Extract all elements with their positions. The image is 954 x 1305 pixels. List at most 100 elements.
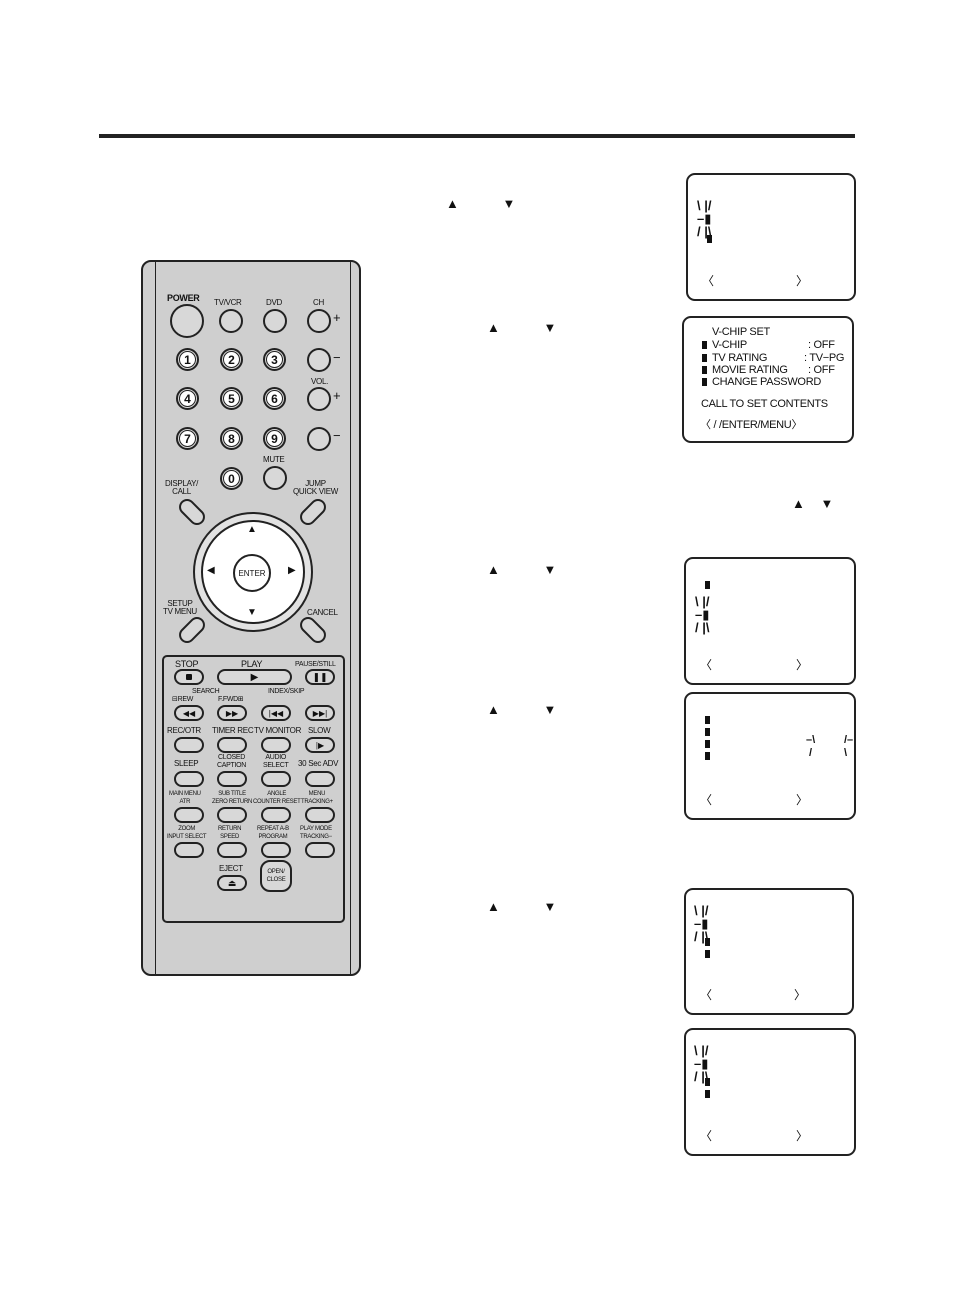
closed-caption-label: CLOSED CAPTION <box>217 754 247 769</box>
osd-screen-3: \ |/–▮/ |\ 〈〉 <box>684 557 856 685</box>
audio-select-button[interactable] <box>261 771 291 787</box>
number-8-button[interactable]: 8 <box>220 427 243 450</box>
rew-button[interactable]: ◀◀ <box>174 705 204 721</box>
number-3-button[interactable]: 3 <box>263 348 286 371</box>
ffwd-button[interactable]: ▶▶ <box>217 705 247 721</box>
stop-button[interactable] <box>174 669 204 685</box>
down-arrow-icon[interactable]: ▼ <box>247 607 257 618</box>
power-button[interactable] <box>170 304 204 338</box>
blink-indicator-icon: /–\ <box>844 734 854 759</box>
vchip-item: MOVIE RATING <box>702 364 788 376</box>
vchip-value: : OFF <box>808 364 835 376</box>
number-0-button[interactable]: 0 <box>220 467 243 490</box>
play-mode-button[interactable] <box>305 842 335 858</box>
slow-button[interactable]: |▶ <box>305 737 335 753</box>
number-9-button[interactable]: 9 <box>263 427 286 450</box>
vchip-value: : OFF <box>808 339 835 351</box>
number-2-button[interactable]: 2 <box>220 348 243 371</box>
rew-label: ⊟REW <box>172 696 193 703</box>
right-arrow-icon[interactable]: ▶ <box>288 565 296 576</box>
timer-rec-label: TIMER REC <box>212 726 254 735</box>
up-down-arrows: ▲ ▼ <box>487 562 577 577</box>
osd-screen-5: \ |/–▮/ |\ 〈〉 <box>684 888 854 1015</box>
header-rule <box>99 134 855 138</box>
blink-indicator-icon: –\ / <box>806 734 816 759</box>
tvvcr-button[interactable] <box>219 309 243 333</box>
up-down-arrows: ▲ ▼ <box>487 899 577 914</box>
closed-caption-button[interactable] <box>217 771 247 787</box>
display-call-label: DISPLAY/ CALL <box>165 479 199 496</box>
blink-indicator-icon: \ |/–▮/ |\ <box>694 1043 709 1084</box>
main-menu-button[interactable] <box>174 807 204 823</box>
rec-otr-button[interactable] <box>174 737 204 753</box>
blink-indicator-icon: \ |/–▮/ |\ <box>694 903 709 944</box>
number-4-button[interactable]: 4 <box>176 387 199 410</box>
enter-button[interactable]: ENTER <box>233 554 271 592</box>
open-close-button[interactable]: OPEN/ CLOSE <box>260 860 292 892</box>
vol-label: VOL. <box>311 377 329 386</box>
up-down-arrows: ▲ ▼ <box>792 496 840 511</box>
ffwd-label: F.FWD⊞ <box>218 696 244 703</box>
number-1-button[interactable]: 1 <box>176 348 199 371</box>
angle-label: ANGLE COUNTER RESET <box>253 791 301 805</box>
menu-button[interactable] <box>305 807 335 823</box>
sub-title-label: SUB TITLE ZERO RETURN <box>212 791 253 805</box>
osd-screen-4: –\ / /–\ 〈〉 <box>684 692 856 820</box>
adv-label: 30 Sec ADV <box>298 759 339 768</box>
sleep-label: SLEEP <box>174 759 199 768</box>
osd-screen-6: \ |/–▮/ |\ 〈〉 <box>684 1028 856 1156</box>
repeat-button[interactable] <box>261 842 291 858</box>
return-button[interactable] <box>217 842 247 858</box>
menu-label: MENU TRACKING+ <box>301 791 333 805</box>
number-7-button[interactable]: 7 <box>176 427 199 450</box>
up-down-arrows: ▲ ▼ <box>487 702 577 717</box>
up-down-arrows: ▲ ▼ <box>487 320 577 335</box>
return-label: RETURN SPEED <box>218 826 242 840</box>
remote-control: POWER TV/VCR DVD CH + − 1 2 3 4 5 6 VOL.… <box>141 259 361 976</box>
vol-up-button[interactable] <box>307 387 331 411</box>
angle-button[interactable] <box>261 807 291 823</box>
blink-indicator-icon: \ |/–▮/ |\ <box>695 594 710 635</box>
blink-indicator-icon: \ |/–▮/ |\ <box>697 198 712 239</box>
number-5-button[interactable]: 5 <box>220 387 243 410</box>
eject-button[interactable]: ⏏ <box>217 875 247 891</box>
vchip-nav: 〈 / /ENTER/MENU〉 <box>700 419 803 431</box>
jump-label: JUMP QUICK VIEW <box>293 479 339 496</box>
power-label: POWER <box>167 293 200 303</box>
audio-select-label: AUDIO SELECT <box>263 754 289 769</box>
play-button[interactable]: ▶ <box>217 669 292 685</box>
timer-rec-button[interactable] <box>217 737 247 753</box>
tv-monitor-button[interactable] <box>261 737 291 753</box>
sub-title-button[interactable] <box>217 807 247 823</box>
ch-up-button[interactable] <box>307 309 331 333</box>
stop-label: STOP <box>175 659 199 669</box>
skip-back-button[interactable]: |◀◀ <box>261 705 291 721</box>
ch-down-button[interactable] <box>307 348 331 372</box>
dvd-button[interactable] <box>263 309 287 333</box>
vchip-item: CHANGE PASSWORD <box>702 376 821 388</box>
left-arrow-icon[interactable]: ◀ <box>207 565 215 576</box>
pause-button[interactable]: ❚❚ <box>305 669 335 685</box>
sleep-button[interactable] <box>174 771 204 787</box>
adv-button[interactable] <box>305 771 335 787</box>
index-skip-label: INDEX/SKIP <box>268 688 305 695</box>
main-menu-label: MAIN MENU ATR <box>169 791 201 805</box>
cancel-label: CANCEL <box>307 608 338 617</box>
play-mode-label: PLAY MODE TRACKING− <box>300 826 332 840</box>
search-label: SEARCH <box>192 688 220 695</box>
zoom-label: ZOOM INPUT SELECT <box>167 826 207 840</box>
mute-button[interactable] <box>263 466 287 490</box>
number-6-button[interactable]: 6 <box>263 387 286 410</box>
repeat-label: REPEAT A-B PROGRAM <box>257 826 289 840</box>
tvvcr-label: TV/VCR <box>214 298 242 307</box>
skip-forward-button[interactable]: ▶▶| <box>305 705 335 721</box>
pause-label: PAUSE/STILL <box>295 661 336 668</box>
setup-label: SETUP TV MENU <box>163 599 197 616</box>
vchip-item: V-CHIP <box>702 339 747 351</box>
up-arrow-icon[interactable]: ▲ <box>247 524 257 535</box>
vchip-value: : TV−PG <box>804 352 845 364</box>
vol-down-button[interactable] <box>307 427 331 451</box>
osd-screen-1: \ |/–▮/ |\ 〈〉 <box>686 173 856 301</box>
ch-label: CH <box>313 298 324 307</box>
zoom-button[interactable] <box>174 842 204 858</box>
